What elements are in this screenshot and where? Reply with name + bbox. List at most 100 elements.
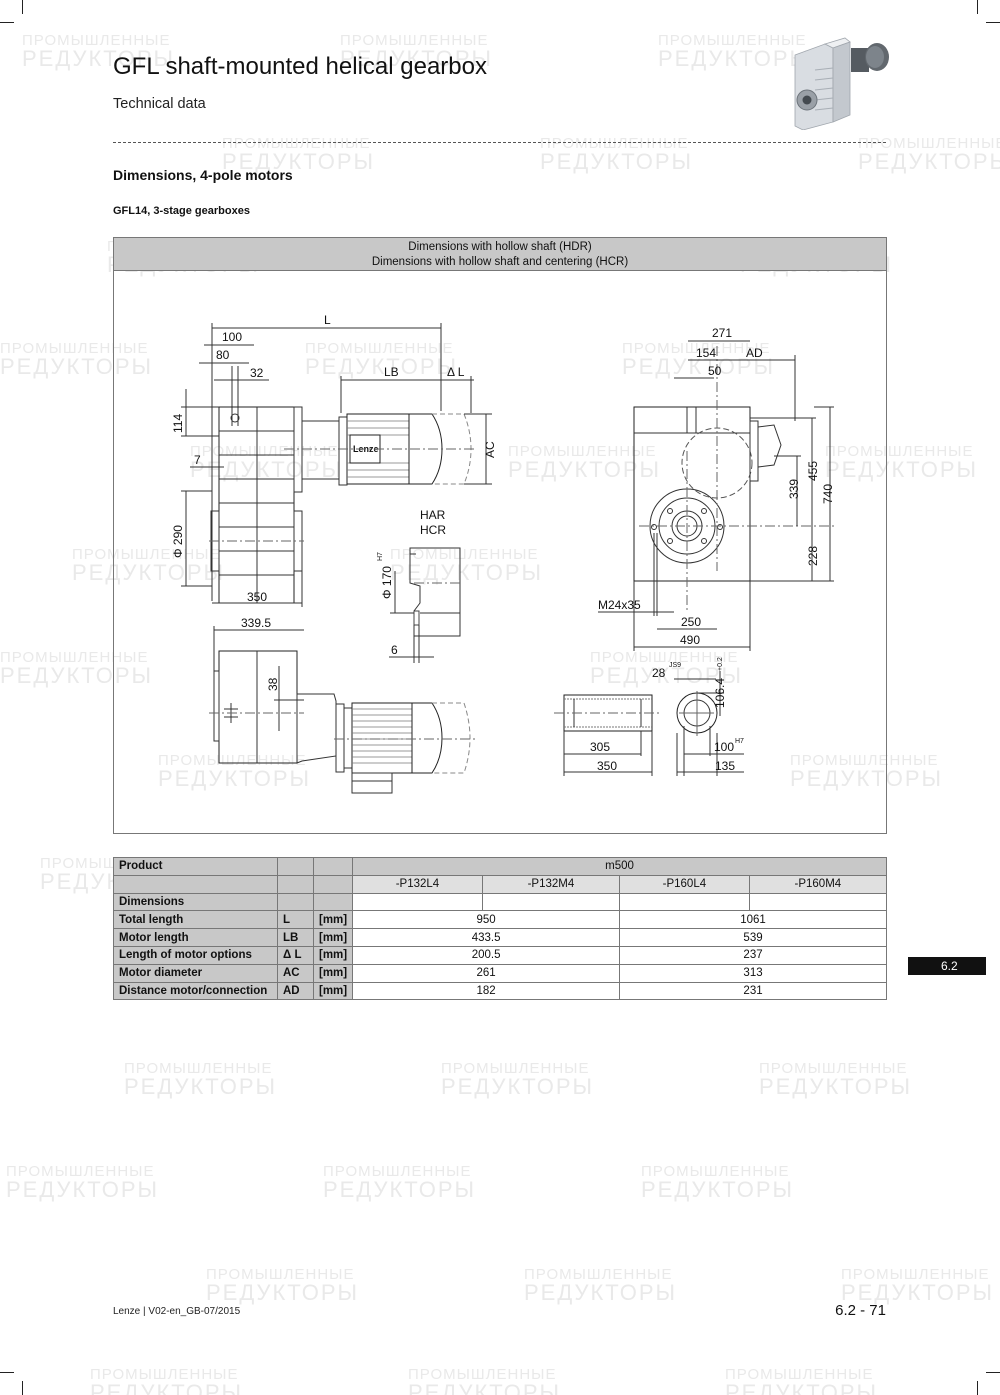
cell-blank: [352, 892, 483, 912]
gearbox-product-image: [794, 37, 889, 130]
caption-hcr: Dimensions with hollow shaft and centeri…: [371, 256, 629, 268]
front-view: 271 154 AD 50 740 455 339 2: [598, 326, 835, 651]
row-symbol: AD: [277, 981, 314, 1001]
svg-text:271: 271: [712, 326, 732, 340]
row-value-132: 200.5: [352, 945, 621, 965]
variant-header: -P160M4: [748, 874, 888, 894]
header-blank: [312, 857, 354, 876]
svg-text:114: 114: [171, 414, 185, 433]
cell-blank: [481, 892, 621, 912]
svg-text:AD: AD: [746, 346, 763, 360]
caption-hdr: Dimensions with hollow shaft (HDR): [408, 241, 592, 253]
svg-text:JS9: JS9: [669, 662, 681, 669]
row-symbol: LB: [277, 928, 314, 947]
cell-blank: [619, 892, 750, 912]
row-value-160: 1061: [619, 910, 887, 930]
header-blank: [277, 892, 314, 912]
svg-text:M24x35: M24x35: [598, 598, 641, 612]
crop-mark: [0, 1372, 14, 1373]
svg-text:100: 100: [714, 740, 734, 754]
svg-text:305: 305: [590, 740, 610, 754]
row-unit: [mm]: [312, 981, 354, 1001]
header-blank: [312, 874, 354, 894]
table-row: Length of motor options Δ L [mm] 200.5 2…: [113, 945, 887, 965]
hollow-shaft-detail: 305 350 28 JS9 106.4 +0.2 100 H7 135: [554, 657, 744, 776]
svg-text:Φ 170: Φ 170: [380, 566, 394, 599]
table-row: Distance motor/connection AD [mm] 182 23…: [113, 981, 887, 1001]
row-label: Length of motor options: [113, 945, 278, 965]
section-divider: [113, 142, 886, 143]
svg-text:H7: H7: [377, 552, 384, 561]
drawing-area: L 100 80 32 LB Δ L: [114, 271, 886, 833]
section-subheading: GFL14, 3-stage gearboxes: [113, 205, 250, 217]
row-value-132: 261: [352, 963, 621, 983]
row-unit: [mm]: [312, 910, 354, 930]
svg-text:339: 339: [787, 479, 801, 499]
row-value-160: 231: [619, 981, 887, 1001]
svg-text:LB: LB: [384, 365, 399, 379]
row-value-160: 539: [619, 928, 887, 947]
row-label: Total length: [113, 910, 278, 930]
svg-text:100: 100: [222, 330, 242, 344]
row-value-132: 182: [352, 981, 621, 1001]
row-unit: [mm]: [312, 945, 354, 965]
svg-text:Φ 290: Φ 290: [171, 525, 185, 558]
top-view: 339.5 38: [209, 616, 476, 794]
svg-text:455: 455: [806, 461, 820, 481]
product-header: Product: [113, 857, 278, 876]
crop-mark: [986, 22, 1000, 23]
crop-mark: [0, 22, 14, 23]
row-symbol: AC: [277, 963, 314, 983]
variant-header: -P160L4: [619, 874, 750, 894]
svg-text:154: 154: [696, 346, 716, 360]
svg-text:80: 80: [216, 348, 230, 362]
footer-doc-id: Lenze | V02-en_GB-07/2015: [113, 1306, 241, 1317]
table-row: Total length L [mm] 950 1061: [113, 910, 887, 930]
product-group: m500: [352, 857, 887, 876]
table-row: Motor length LB [mm] 433.5 539: [113, 928, 887, 947]
side-view: L 100 80 32 LB Δ L: [171, 313, 497, 607]
svg-text:HAR: HAR: [420, 508, 446, 522]
variant-header: -P132M4: [481, 874, 621, 894]
svg-text:HCR: HCR: [420, 523, 446, 537]
svg-text:6: 6: [391, 643, 398, 657]
svg-text:135: 135: [715, 759, 735, 773]
har-hcr-detail: HAR HCR Φ 170 H7 6: [377, 508, 462, 663]
header-blank: [312, 892, 354, 912]
svg-text:38: 38: [266, 677, 280, 691]
variant-header: -P132L4: [352, 874, 483, 894]
header-blank: [277, 874, 314, 894]
svg-text:106.4: 106.4: [713, 678, 727, 708]
dim-L: L: [324, 313, 331, 327]
row-label: Distance motor/connection: [113, 981, 278, 1001]
svg-text:490: 490: [680, 633, 700, 647]
row-value-160: 237: [619, 945, 887, 965]
svg-text:740: 740: [821, 484, 835, 504]
crop-mark: [986, 1372, 1000, 1373]
section-heading: Dimensions, 4-pole motors: [113, 167, 293, 183]
page-number: 6.2 - 71: [835, 1302, 886, 1319]
crop-mark: [977, 1381, 978, 1395]
svg-text:350: 350: [597, 759, 617, 773]
row-value-160: 313: [619, 963, 887, 983]
header-blank: [113, 874, 278, 894]
drawing-caption: Dimensions with hollow shaft (HDR) Dimen…: [114, 238, 886, 271]
svg-text:250: 250: [681, 615, 701, 629]
table-row: Motor diameter AC [mm] 261 313: [113, 963, 887, 983]
svg-text:350: 350: [247, 590, 267, 604]
chapter-tab: 6.2: [908, 957, 986, 975]
row-unit: [mm]: [312, 928, 354, 947]
crop-mark: [977, 0, 978, 14]
row-unit: [mm]: [312, 963, 354, 983]
svg-text:H7: H7: [735, 738, 744, 745]
